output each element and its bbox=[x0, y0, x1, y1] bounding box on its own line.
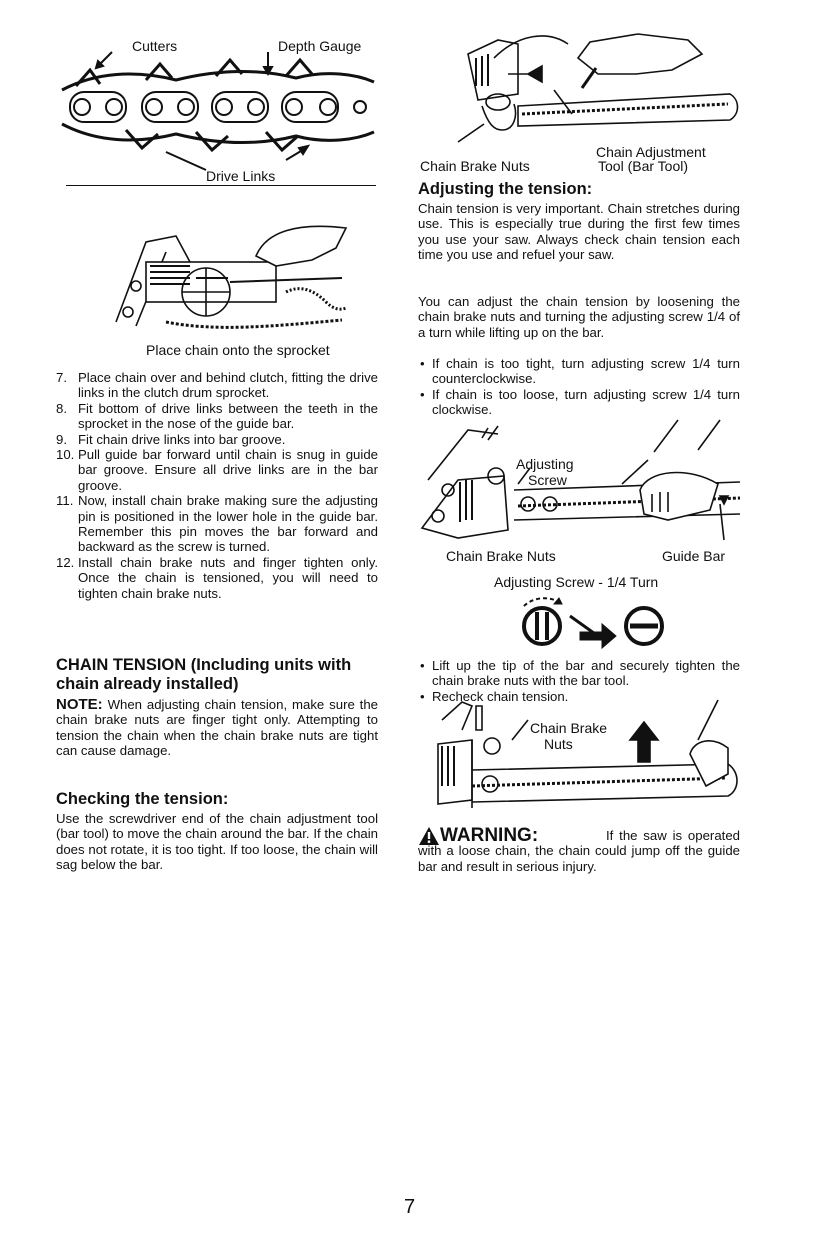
warning-label: WARNING: bbox=[440, 825, 539, 846]
label-tool-line1: Chain Adjustment bbox=[596, 144, 706, 160]
step-12: 12.Install chain brake nuts and finger t… bbox=[56, 554, 378, 601]
adjusting-para2: You can adjust the chain tension by loos… bbox=[418, 294, 740, 340]
quarter-turn-diagram bbox=[522, 597, 664, 650]
adjusting-heading: Adjusting the tension: bbox=[418, 180, 593, 198]
bullet-lift-tip: Lift up the tip of the bar and securely … bbox=[418, 658, 740, 689]
label-tool-line2: Tool (Bar Tool) bbox=[598, 158, 689, 174]
bullet-recheck: Recheck chain tension. bbox=[418, 689, 740, 705]
label-guide-bar: Guide Bar bbox=[662, 548, 726, 564]
sprocket-caption: Place chain onto the sprocket bbox=[146, 342, 330, 358]
label-brake-nuts: Chain Brake Nuts bbox=[420, 158, 530, 174]
adjusting-screw-illustration bbox=[420, 419, 741, 541]
adjusting-screw-caption: Adjusting Screw - 1/4 Turn bbox=[494, 574, 659, 590]
step-7: 7.Place chain over and behind clutch, fi… bbox=[56, 370, 378, 401]
adjusting-bullets: If chain is too tight, turn adjusting sc… bbox=[418, 356, 740, 418]
note-text: When adjusting chain tension, make sure … bbox=[56, 697, 379, 759]
step-10: 10.Pull guide bar forward until chain is… bbox=[56, 447, 378, 493]
note-label: NOTE: bbox=[56, 696, 103, 713]
adjusting-para1: Chain tension is very important. Chain s… bbox=[418, 201, 740, 263]
label-brake-line1: Chain Brake bbox=[530, 720, 608, 736]
tighten-bullets: Lift up the tip of the bar and securely … bbox=[418, 658, 740, 705]
sprocket-illustration bbox=[115, 225, 348, 329]
step-11: 11.Now, install chain brake making sure … bbox=[56, 493, 378, 555]
label-screw: Screw bbox=[528, 472, 567, 488]
checking-text: Use the screwdriver end of the chain adj… bbox=[56, 811, 378, 873]
label-brake-line2: Nuts bbox=[544, 736, 573, 752]
checking-heading: Checking the tension: bbox=[56, 790, 229, 808]
step-9: 9.Fit chain drive links into bar groove. bbox=[56, 431, 286, 447]
label-adjusting: Adjusting bbox=[516, 456, 574, 472]
label-drive-links: Drive Links bbox=[206, 168, 276, 184]
assembly-steps: 7.Place chain over and behind clutch, fi… bbox=[56, 370, 378, 601]
page-number: 7 bbox=[404, 1196, 416, 1218]
bullet-too-loose: If chain is too loose, turn adjusting sc… bbox=[418, 387, 740, 418]
chain-brake-nuts-illustration bbox=[437, 699, 738, 808]
label-depth-gauge: Depth Gauge bbox=[278, 38, 362, 54]
chain-illustration bbox=[61, 51, 375, 171]
label-cutters: Cutters bbox=[132, 38, 178, 54]
warning-text: If the saw is operated with a loose chai… bbox=[418, 828, 740, 874]
chain-tension-heading: CHAIN TENSION (Including units with chai… bbox=[56, 656, 352, 693]
warning-block: WARNING: bbox=[418, 825, 740, 848]
bullet-too-tight: If chain is too tight, turn adjusting sc… bbox=[418, 356, 740, 387]
divider bbox=[66, 185, 376, 186]
warning-triangle-icon bbox=[419, 827, 439, 845]
bar-tool-illustration bbox=[457, 33, 739, 143]
step-8: 8.Fit bottom of drive links between the … bbox=[56, 400, 378, 432]
note-paragraph: NOTE: When adjusting chain tension, make… bbox=[56, 697, 378, 759]
label-screw-brake-nuts: Chain Brake Nuts bbox=[446, 548, 556, 564]
